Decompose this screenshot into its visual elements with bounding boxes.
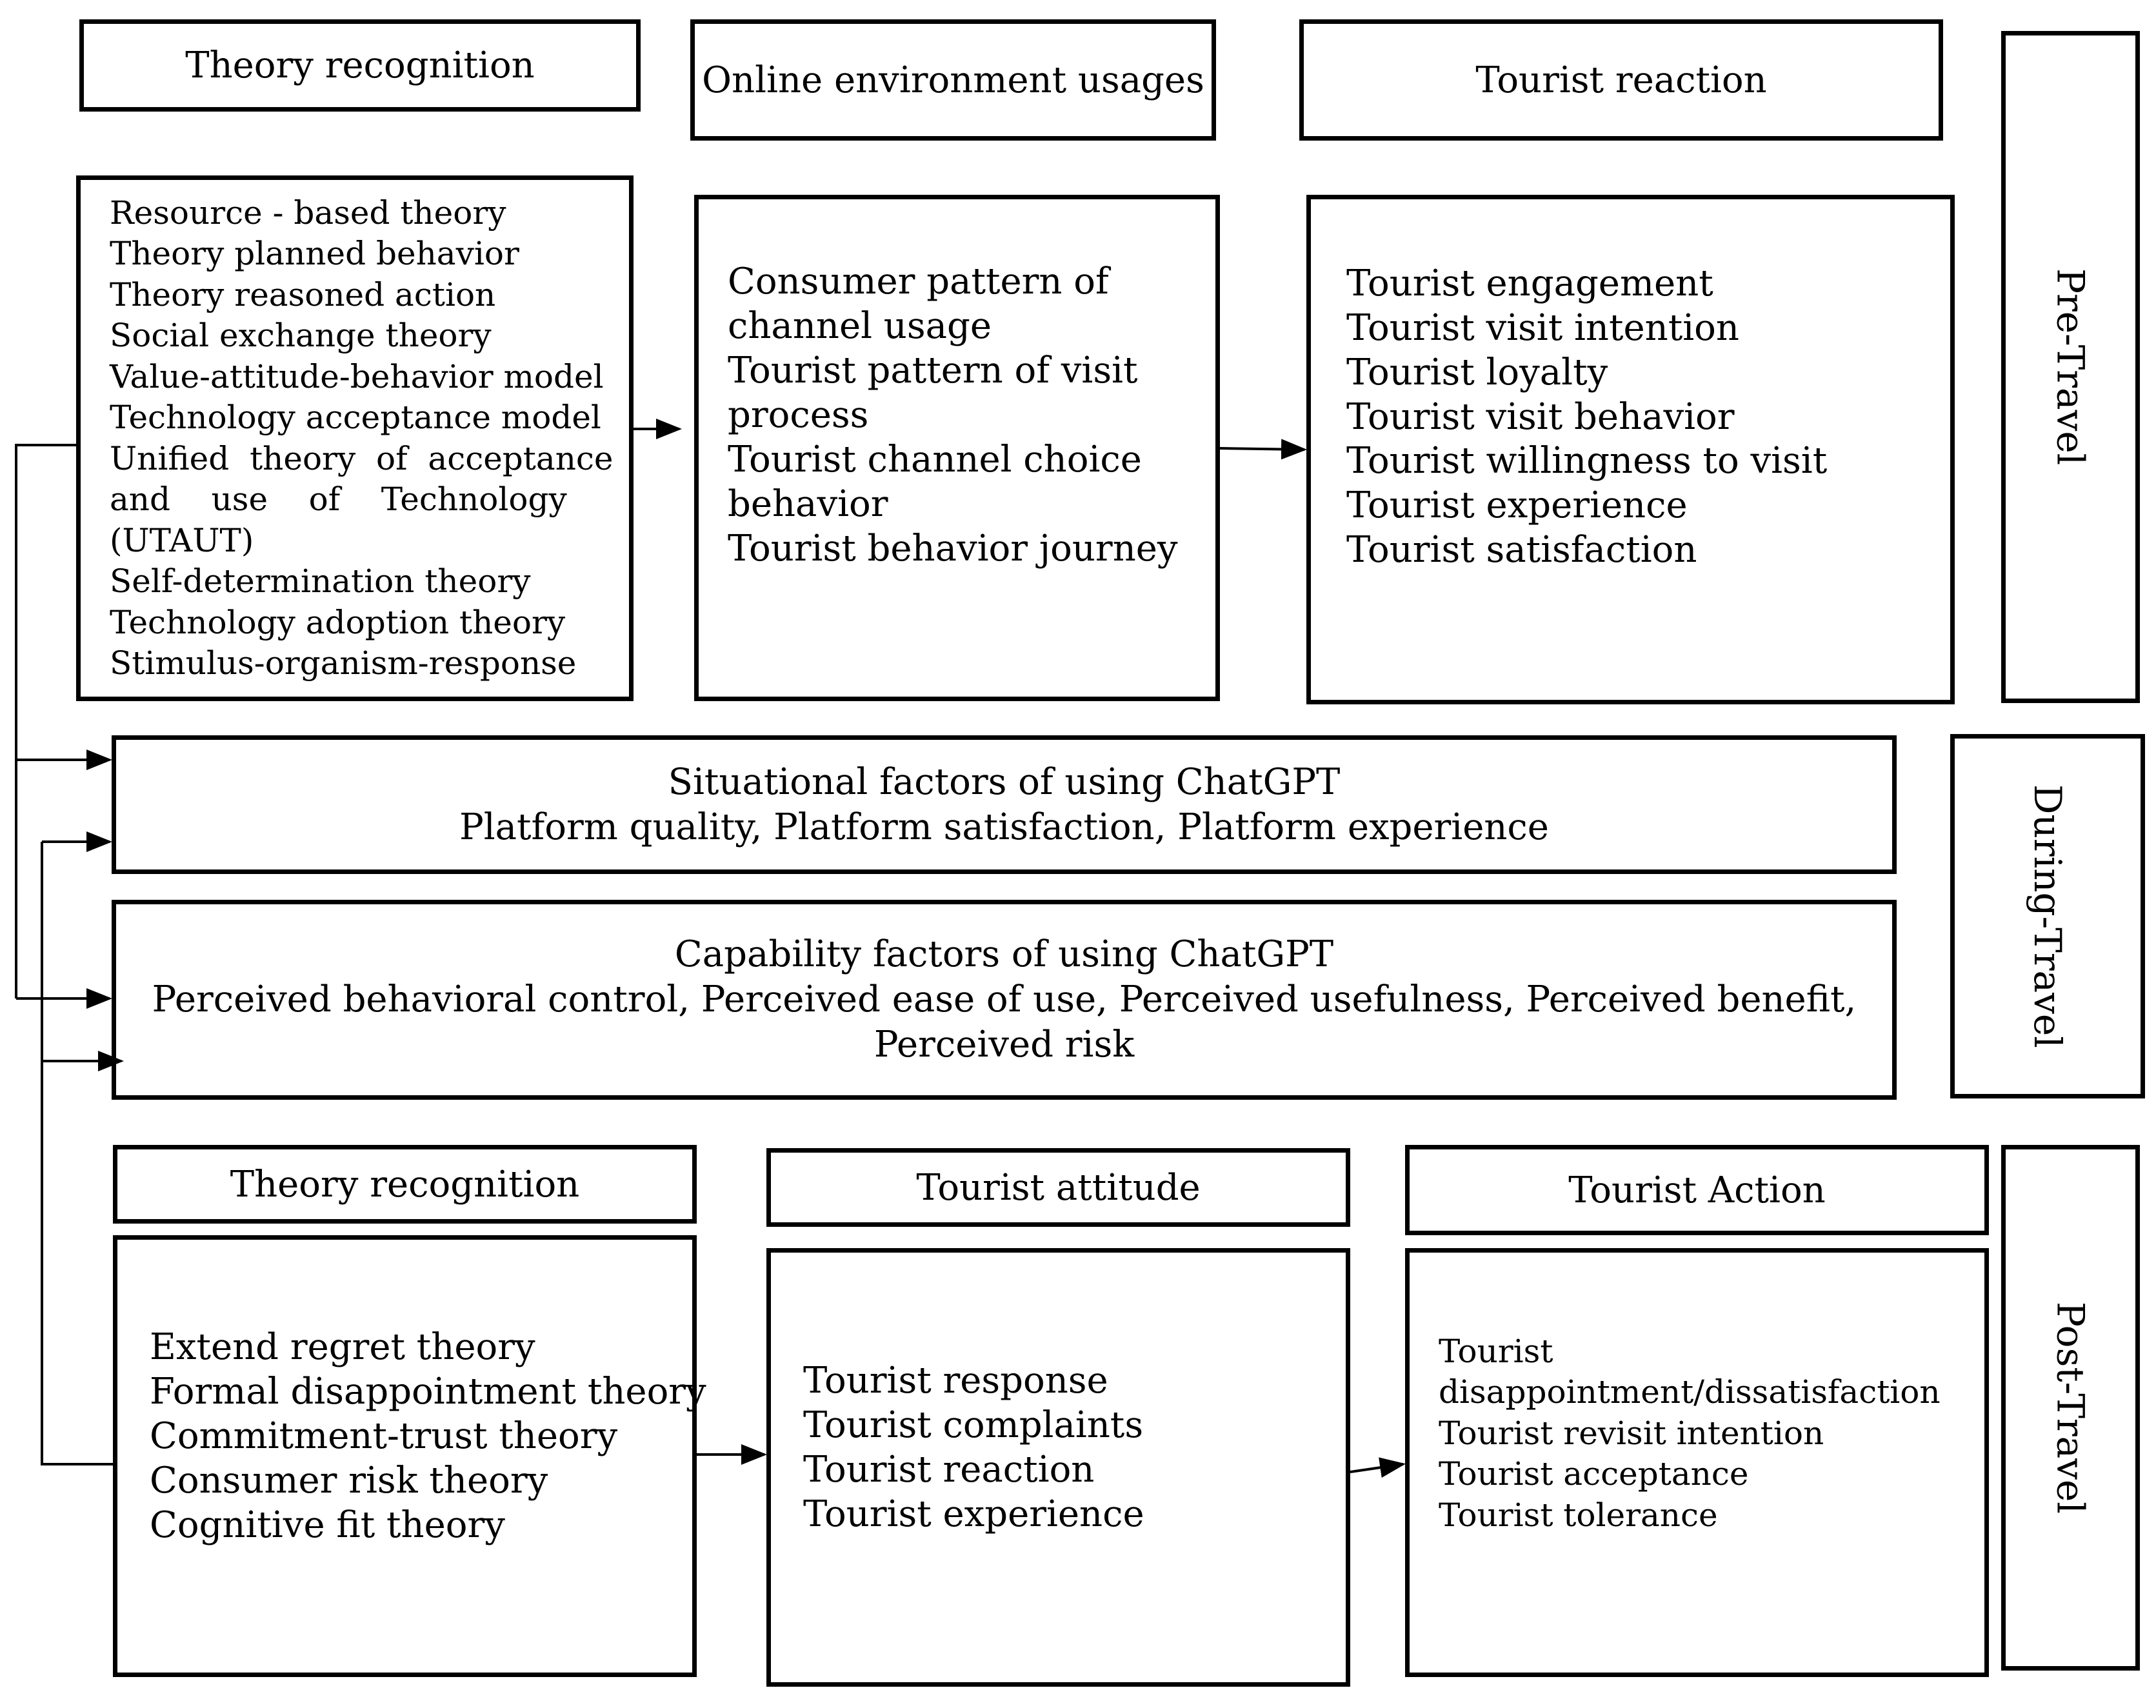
pre-travel-label: Pre-Travel [2048,268,2093,466]
capability-title: Capability factors of using ChatGPT [674,933,1334,975]
reaction-item: Tourist visit intention [1346,306,1739,349]
arrow-online-to-reaction [1219,439,1307,460]
theory-item: (UTAUT) [110,521,254,559]
post-theory-header: Theory recognition [113,1145,697,1224]
tourist-action-header-label: Tourist Action [1568,1169,1826,1211]
post-theory-item: Cognitive fit theory [150,1504,505,1546]
theory-item: Technology acceptance model [110,399,601,436]
pre-travel-phase: Pre-Travel [2001,31,2140,703]
action-item: Tourist [1439,1332,1553,1370]
attitude-item: Tourist complaints [803,1404,1144,1447]
during-travel-label: During-Travel [2026,784,2070,1048]
tourist-reaction-box: Tourist engagement Tourist visit intenti… [1306,195,1955,704]
post-theory-bracket-line [41,842,113,1465]
action-item: Tourist acceptance [1439,1455,1749,1493]
theory-item: Unified theory of acceptance [110,439,614,477]
capability-factors-box: Capability factors of using ChatGPT Perc… [112,900,1897,1100]
tourist-action-header: Tourist Action [1405,1145,1989,1235]
situational-factors-box: Situational factors of using ChatGPT Pla… [112,735,1897,874]
attitude-item: Tourist response [803,1360,1108,1402]
online-item: Tourist channel choice [728,438,1142,481]
online-item: behavior [728,482,888,525]
reaction-item: Tourist experience [1346,484,1688,527]
capability-items-line2: Perceived risk [873,1024,1135,1066]
post-travel-label: Post-Travel [2048,1302,2093,1514]
reaction-item: Tourist satisfaction [1346,529,1697,571]
capability-items-line1: Perceived behavioral control, Perceived … [152,978,1857,1020]
during-travel-phase: During-Travel [1950,734,2145,1098]
tourist-reaction-header-label: Tourist reaction [1475,59,1767,101]
reaction-item: Tourist visit behavior [1346,395,1735,438]
attitude-item: Tourist experience [803,1493,1144,1535]
post-theory-item: Commitment-trust theory [150,1415,618,1458]
situational-items: Platform quality, Platform satisfaction,… [459,806,1549,848]
online-item: channel usage [728,305,992,348]
theory-item: Theory reasoned action [110,275,496,313]
online-usage-header-label: Online environment usages [702,59,1204,101]
theory-item: Theory planned behavior [110,235,519,272]
situational-title: Situational factors of using ChatGPT [668,760,1341,803]
action-item: Tourist revisit intention [1439,1414,1824,1452]
theory-item: and use of Technology [110,481,567,518]
pre-theory-bracket-line [15,444,76,998]
post-travel-phase: Post-Travel [2001,1145,2140,1671]
online-usage-header: Online environment usages [690,19,1216,141]
reaction-item: Tourist willingness to visit [1346,440,1828,482]
reaction-item: Tourist loyalty [1346,351,1608,393]
tourist-action-box: Tourist disappointment/dissatisfaction T… [1405,1248,1989,1677]
pre-theories-box: Resource - based theory Theory planned b… [76,175,634,701]
action-item: Tourist tolerance [1439,1496,1718,1534]
theory-item: Technology adoption theory [110,603,566,641]
tourist-attitude-header: Tourist attitude [766,1148,1350,1227]
online-item: Tourist pattern of visit [728,350,1138,392]
post-theory-item: Formal disappointment theory [150,1371,706,1413]
theory-item: Resource - based theory [110,194,506,232]
tourist-attitude-header-label: Tourist attitude [916,1166,1201,1209]
attitude-item: Tourist reaction [803,1449,1095,1491]
online-item: Tourist behavior journey [728,527,1178,570]
arrow-attitude-to-action [1350,1457,1406,1478]
online-usage-box: Consumer pattern of channel usage Touris… [694,195,1220,701]
post-theory-header-label: Theory recognition [230,1163,580,1206]
pre-theory-header: Theory recognition [79,19,641,112]
post-theories-box: Extend regret theory Formal disappointme… [113,1235,706,1677]
tourist-reaction-header: Tourist reaction [1299,19,1943,141]
online-item: process [728,394,869,437]
theory-item: Social exchange theory [110,317,492,354]
theory-item: Value-attitude-behavior model [110,357,604,395]
tourist-attitude-box: Tourist response Tourist complaints Tour… [766,1248,1350,1687]
reaction-item: Tourist engagement [1346,262,1713,304]
post-theory-item: Extend regret theory [150,1326,535,1369]
online-item: Consumer pattern of [728,261,1109,303]
pre-theory-header-label: Theory recognition [185,45,535,86]
theory-item: Stimulus-organism-response [110,644,577,682]
action-item: disappointment/dissatisfaction [1439,1373,1941,1411]
theory-item: Self-determination theory [110,562,531,600]
post-theory-item: Consumer risk theory [150,1459,548,1502]
